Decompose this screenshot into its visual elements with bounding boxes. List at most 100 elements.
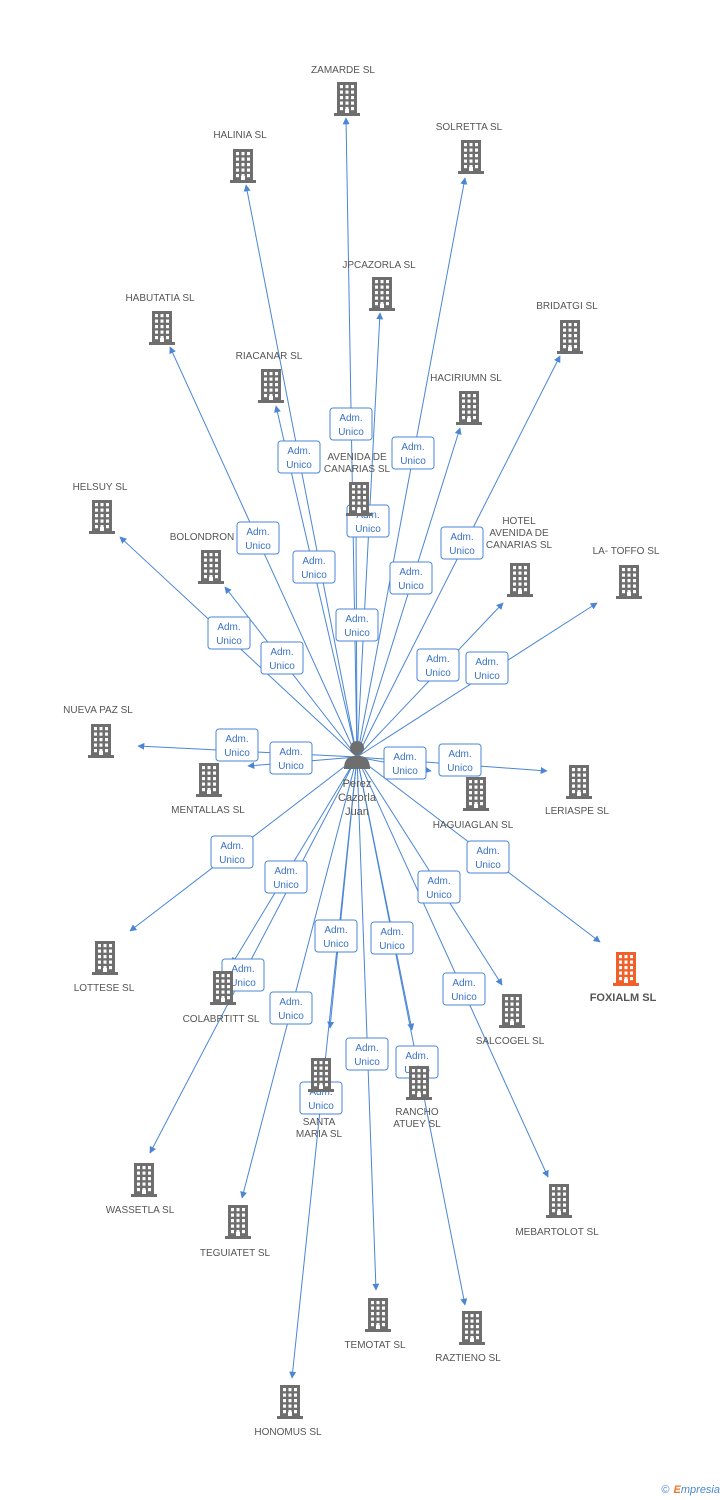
role-badge-solretta[interactable]: Adm.Unico	[391, 436, 435, 470]
role-text: Adm.	[217, 622, 240, 633]
role-badge-box	[269, 741, 313, 775]
role-badge-riacanar[interactable]: Adm.Unico	[292, 550, 336, 584]
company-name: SALCOGEL SL	[476, 1036, 545, 1047]
company-node-bolondron[interactable]: BOLONDRON	[170, 532, 234, 584]
role-badge-latoffo[interactable]: Adm.Unico	[465, 651, 509, 685]
company-node-jpcazorla[interactable]: JPCAZORLA SL	[342, 260, 416, 311]
role-badge-haciriumn[interactable]: Adm.Unico	[389, 561, 433, 595]
role-badge-box	[389, 561, 433, 595]
edge-raztieno	[356, 756, 468, 1306]
company-node-leriaspe[interactable]: LERIASPE SL	[545, 765, 609, 817]
role-text: Unico	[426, 890, 452, 901]
role-badge-bolondron[interactable]: Adm.Unico	[260, 641, 304, 675]
role-badge-box	[292, 550, 336, 584]
company-name: RAZTIENO SL	[435, 1353, 501, 1364]
company-name: CANARIAS SL	[486, 540, 553, 551]
company-node-zamarde[interactable]: ZAMARDE SL	[311, 65, 375, 116]
company-name: AVENIDA DE	[327, 452, 387, 463]
role-badge-mentallas[interactable]: Adm.Unico	[269, 741, 313, 775]
company-node-solretta[interactable]: SOLRETTA SL	[436, 122, 503, 174]
role-badge-bridatgi[interactable]: Adm.Unico	[440, 526, 484, 560]
role-badge-avenida[interactable]: Adm.Unico	[335, 608, 379, 642]
company-node-mentallas[interactable]: MENTALLAS SL	[171, 763, 245, 816]
building-icon	[198, 550, 224, 584]
company-name: HALINIA SL	[213, 130, 267, 141]
company-node-habutatia[interactable]: HABUTATIA SL	[125, 293, 195, 345]
company-node-teguiatet[interactable]: TEGUIATET SL	[200, 1205, 271, 1259]
copyright-symbol: ©	[661, 1484, 670, 1496]
company-node-mebartolot[interactable]: MEBARTOLOT SL	[515, 1184, 599, 1238]
role-text: Unico	[219, 855, 245, 866]
company-node-lottese[interactable]: LOTTESE SL	[74, 941, 135, 994]
company-node-temotat[interactable]: TEMOTAT SL	[344, 1298, 406, 1351]
role-text: Unico	[355, 524, 381, 535]
role-badge-zamarde[interactable]: Adm.Unico	[329, 407, 373, 441]
role-text: Unico	[323, 939, 349, 950]
role-text: Unico	[224, 748, 250, 759]
company-name: HOTEL	[502, 516, 536, 527]
building-icon	[463, 777, 489, 811]
company-node-haciriumn[interactable]: HACIRIUMN SL	[430, 373, 502, 425]
role-text: Adm.	[225, 734, 248, 745]
company-node-bridatgi[interactable]: BRIDATGI SL	[536, 301, 598, 354]
role-text: Adm.	[399, 567, 422, 578]
role-badge-leriaspe[interactable]: Adm.Unico	[438, 743, 482, 777]
company-name: FOXIALM SL	[590, 992, 657, 1004]
company-name: BRIDATGI SL	[536, 301, 598, 312]
role-badge-hotel[interactable]: Adm.Unico	[416, 648, 460, 682]
company-name: AVENIDA DE	[489, 528, 549, 539]
role-text: Unico	[449, 546, 475, 557]
company-node-raztieno[interactable]: RAZTIENO SL	[435, 1311, 501, 1364]
company-node-nuevapaz[interactable]: NUEVA PAZ SL	[63, 705, 133, 758]
role-badge-salcogel[interactable]: Adm.Unico	[417, 870, 461, 904]
building-icon	[507, 563, 533, 597]
role-badge-colabrtitt[interactable]: Adm.Unico	[264, 860, 308, 894]
company-node-honomus[interactable]: HONOMUS SL	[254, 1385, 322, 1438]
role-text: Unico	[286, 460, 312, 471]
company-node-colabrtitt[interactable]: COLABRTITT SL	[183, 971, 260, 1025]
company-name: MEBARTOLOT SL	[515, 1227, 599, 1238]
role-badge-lottese[interactable]: Adm.Unico	[210, 835, 254, 869]
role-text: Adm.	[270, 647, 293, 658]
role-badge-helsuy[interactable]: Adm.Unico	[207, 616, 251, 650]
role-badge-santamaria[interactable]: Adm.Unico	[314, 919, 358, 953]
building-icon	[459, 1311, 485, 1345]
role-badge-foxialm[interactable]: Adm.Unico	[466, 840, 510, 874]
role-badge-box	[391, 436, 435, 470]
company-name: CANARIAS SL	[324, 464, 391, 475]
role-badge-nuevapaz[interactable]: Adm. Unico	[215, 728, 259, 762]
role-text: Unico	[301, 570, 327, 581]
company-node-latoffo[interactable]: LA- TOFFO SL	[593, 546, 660, 599]
company-node-foxialm[interactable]: FOXIALM SL	[590, 952, 657, 1004]
role-badge-box	[277, 440, 321, 474]
brand-logo-initial: E	[673, 1484, 681, 1496]
role-badge-temotat[interactable]: Adm.Unico	[345, 1037, 389, 1071]
company-node-salcogel[interactable]: SALCOGEL SL	[476, 994, 545, 1047]
company-node-halinia[interactable]: HALINIA SL	[213, 130, 267, 183]
edge-mebartolot	[356, 756, 549, 1178]
company-node-haguiaglan[interactable]: HAGUIAGLAN SL	[433, 777, 514, 831]
role-text: Adm.	[274, 866, 297, 877]
role-text: Adm.	[475, 657, 498, 668]
company-node-wassetla[interactable]: WASSETLA SL	[106, 1163, 175, 1216]
company-name: RIACANAR SL	[236, 351, 303, 362]
role-badge-box	[465, 651, 509, 685]
role-badge-box	[264, 860, 308, 894]
building-icon	[230, 149, 256, 183]
role-badge-habutatia[interactable]: Adm.Unico	[236, 521, 280, 555]
role-badge-teguiatet[interactable]: Adm.Unico	[269, 991, 313, 1025]
role-badge-haguiaglan[interactable]: Adm.Unico	[383, 746, 427, 780]
company-node-riacanar[interactable]: RIACANAR SL	[236, 351, 303, 403]
company-node-helsuy[interactable]: HELSUY SL	[73, 482, 128, 534]
role-badge-halinia[interactable]: Adm.Unico	[277, 440, 321, 474]
role-badge-ranchoatuey[interactable]: Adm.Unico	[370, 921, 414, 955]
role-badge-mebartolot[interactable]: Adm.Unico	[442, 972, 486, 1006]
company-name: MARIA SL	[296, 1129, 343, 1140]
building-icon	[277, 1385, 303, 1419]
